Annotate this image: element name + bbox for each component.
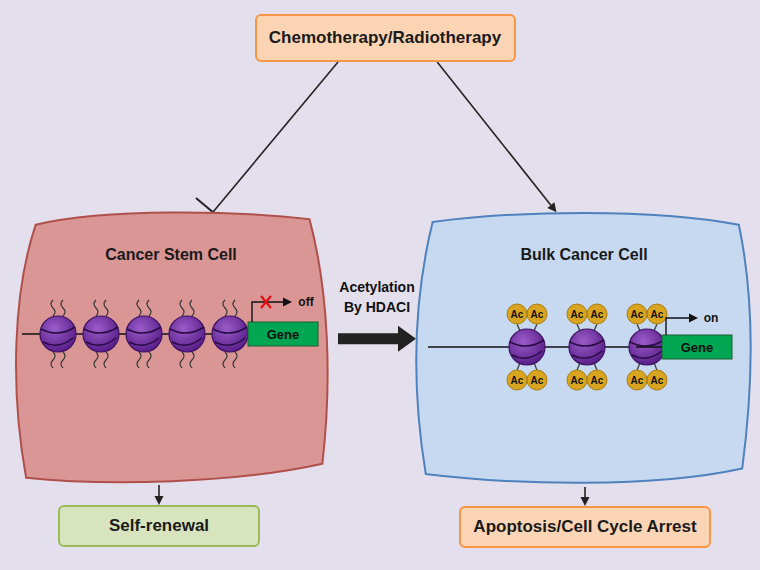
connector (437, 62, 556, 212)
outcome-box: Self-renewal (58, 505, 260, 547)
box-text: Self-renewal (109, 516, 209, 536)
cell-title: Cancer Stem Cell (105, 246, 237, 264)
arrowhead (547, 202, 556, 212)
outcome-box: Apoptosis/Cell Cycle Arrest (459, 506, 711, 548)
arrowhead (398, 326, 416, 352)
connector (581, 487, 590, 506)
connector (155, 485, 164, 505)
edge-label: Acetylation By HDACI (329, 276, 425, 317)
treatment-box: Chemotherapy/Radiotherapy (255, 14, 516, 62)
arrowhead (155, 496, 164, 505)
arrowhead (581, 497, 590, 506)
bulk-cancer-cell: Bulk Cancer Cell (412, 208, 756, 488)
box-text: Chemotherapy/Radiotherapy (269, 28, 501, 48)
cell-title: Bulk Cancer Cell (520, 246, 647, 264)
cancer-stem-cell: Cancer Stem Cell (10, 208, 332, 486)
connector (196, 62, 338, 226)
connector (338, 326, 416, 352)
box-text: Apoptosis/Cell Cycle Arrest (473, 517, 696, 537)
